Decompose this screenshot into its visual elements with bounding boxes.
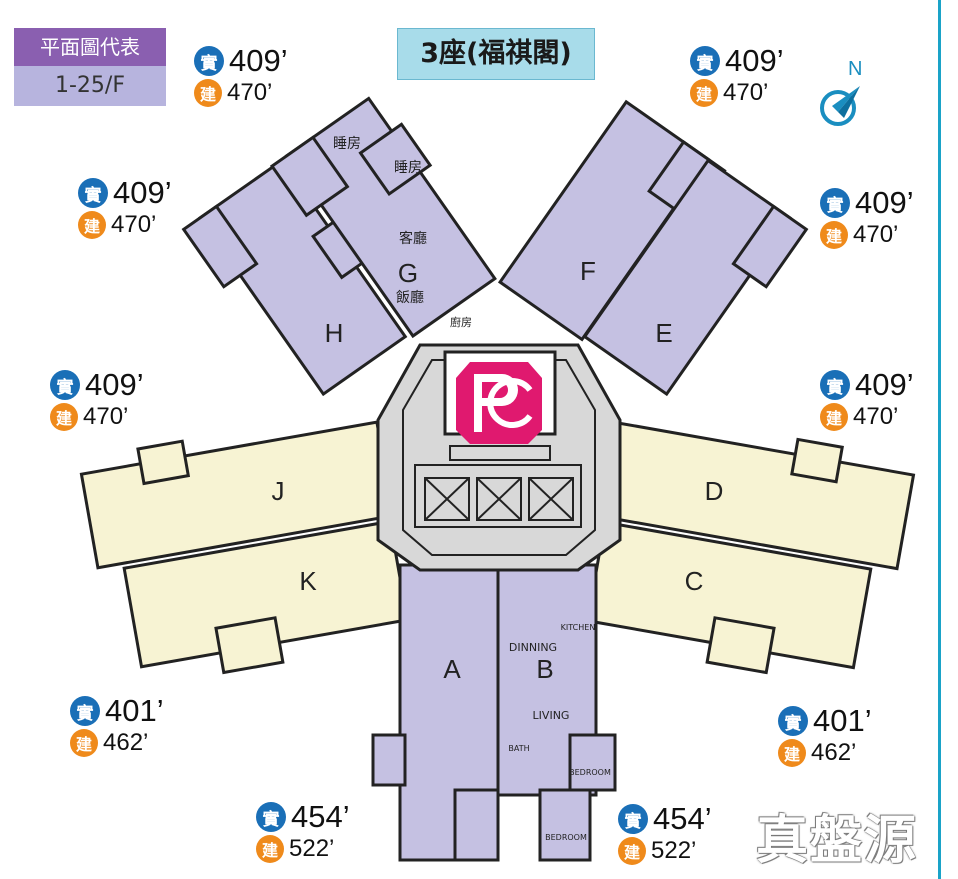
net-area-badge-icon: 實 (820, 188, 850, 218)
gross-area-badge-icon: 建 (690, 79, 718, 107)
unit-letter-k: K (299, 566, 317, 596)
net-area-value: 454’ (291, 799, 350, 834)
gross-area-value: 470’ (83, 403, 129, 430)
net-area-badge-icon: 實 (78, 178, 108, 208)
net-area-value: 409’ (85, 367, 144, 402)
room-label: BEDROOM (545, 833, 587, 842)
room-label: 飯廳 (396, 289, 424, 306)
room-label: 廚房 (450, 315, 472, 329)
watermark: 真盤源 (756, 811, 919, 871)
room-label: DINNING (509, 641, 557, 654)
room-label: LIVING (533, 709, 570, 722)
legend-title: 平面圖代表 (14, 28, 166, 66)
legend-floor-range: 1-25/F (14, 66, 166, 106)
unit-letter-g: G (398, 258, 418, 288)
net-area-value: 409’ (855, 367, 914, 402)
gross-area-value: 470’ (853, 403, 899, 430)
unit-letter-a: A (443, 654, 461, 684)
unit-k (122, 519, 410, 675)
net-area-value: 454’ (653, 801, 712, 836)
gross-area-value: 522’ (289, 835, 335, 862)
net-area-badge-icon: 實 (194, 46, 224, 76)
room-label: BEDROOM (569, 768, 611, 777)
room-label: 客廳 (399, 230, 427, 247)
unit-letter-d: D (705, 476, 724, 506)
unit-letter-c: C (685, 566, 704, 596)
unit-letter-e: E (655, 318, 672, 348)
gross-area-value: 470’ (111, 211, 157, 238)
gross-area-badge-icon: 建 (50, 403, 78, 431)
net-area-value: 409’ (229, 43, 288, 78)
north-label: N (848, 58, 863, 80)
gross-area-badge-icon: 建 (778, 739, 806, 767)
unit-letter-j: J (272, 476, 285, 506)
gross-area-badge-icon: 建 (256, 835, 284, 863)
gross-area-value: 462’ (811, 739, 857, 766)
lifts (424, 445, 574, 521)
net-area-value: 401’ (813, 703, 872, 738)
gross-area-value: 470’ (723, 79, 769, 106)
compass-arrow-icon (820, 86, 860, 126)
unit-letter-f: F (580, 256, 596, 286)
gross-area-value: 462’ (103, 729, 149, 756)
unit-g (269, 96, 497, 339)
lift-lobby (414, 464, 582, 528)
gross-area-badge-icon: 建 (194, 79, 222, 107)
net-area-value: 401’ (105, 693, 164, 728)
unit-letter-b: B (536, 654, 553, 684)
net-area-badge-icon: 實 (70, 696, 100, 726)
net-area-badge-icon: 實 (778, 706, 808, 736)
unit-c (585, 520, 873, 675)
gross-area-value: 522’ (651, 837, 697, 864)
gross-area-badge-icon: 建 (618, 837, 646, 865)
floor-legend: 平面圖代表 1-25/F (14, 28, 166, 106)
block-title: 3座(福祺閣) (397, 28, 595, 80)
gross-area-value: 470’ (853, 221, 899, 248)
room-label: 睡房 (333, 136, 361, 152)
unit-e (582, 158, 809, 397)
gross-area-badge-icon: 建 (70, 729, 98, 757)
gross-area-badge-icon: 建 (820, 221, 848, 249)
unit-b (496, 563, 617, 862)
developer-logo-icon (456, 362, 542, 444)
net-area-badge-icon: 實 (690, 46, 720, 76)
net-area-value: 409’ (725, 43, 784, 78)
unit-letter-h: H (325, 318, 344, 348)
net-area-badge-icon: 實 (618, 804, 648, 834)
gross-area-badge-icon: 建 (78, 211, 106, 239)
unit-h (181, 158, 408, 397)
gross-area-value: 470’ (227, 79, 273, 106)
room-label: 睡房 (394, 160, 422, 176)
net-area-value: 409’ (113, 175, 172, 210)
net-area-badge-icon: 實 (256, 802, 286, 832)
net-area-value: 409’ (855, 185, 914, 220)
right-border-line (938, 0, 941, 879)
north-compass: N (812, 58, 872, 134)
room-label: BATH (508, 744, 529, 753)
room-label: KITCHEN (561, 623, 596, 632)
net-area-badge-icon: 實 (50, 370, 80, 400)
gross-area-badge-icon: 建 (820, 403, 848, 431)
net-area-badge-icon: 實 (820, 370, 850, 400)
